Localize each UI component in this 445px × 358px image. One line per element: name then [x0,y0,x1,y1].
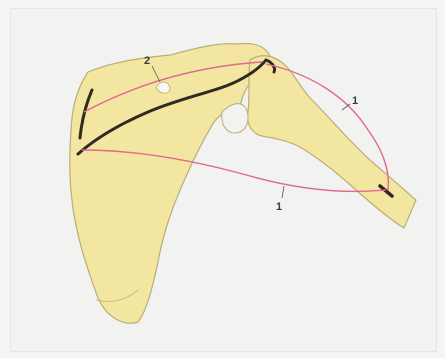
label-right: 1 [352,95,358,107]
label-bottom: 1 [276,201,282,213]
leader-bottom [282,186,284,198]
acromion-process [248,56,416,228]
scapula-shape [70,44,270,324]
label-top: 2 [144,55,150,67]
